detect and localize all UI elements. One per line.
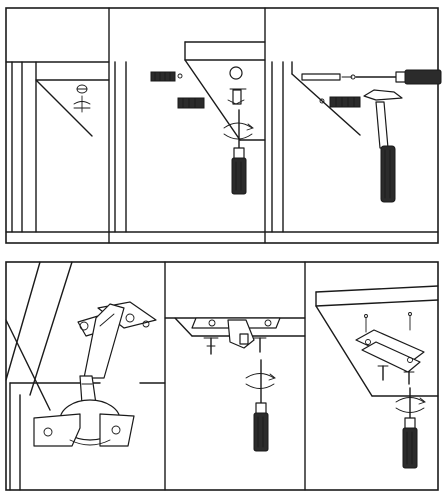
mounting-plate-icon xyxy=(355,312,425,373)
screw-icon xyxy=(253,337,267,353)
hammer-icon xyxy=(363,89,403,203)
screwdriver-icon xyxy=(355,69,442,85)
bottom-row xyxy=(5,261,439,491)
bottom-row-frame xyxy=(5,261,439,491)
panel-step-6 xyxy=(315,285,439,469)
panel-step-3 xyxy=(264,61,442,233)
mounting-plate-icon xyxy=(191,317,281,349)
panel-step-2 xyxy=(108,41,266,233)
screw-icon xyxy=(227,66,247,105)
panel-step-4 xyxy=(5,261,166,491)
top-row-frame xyxy=(5,7,439,244)
screw-icon xyxy=(377,365,415,385)
dowel-icon xyxy=(301,73,356,81)
screwdriver-icon xyxy=(231,109,247,195)
screwdriver-icon xyxy=(253,359,269,452)
dowel-icon xyxy=(150,71,183,82)
screw-icon xyxy=(203,337,219,355)
drill-mark-icon xyxy=(73,84,91,113)
screwdriver-icon xyxy=(402,387,418,469)
dowel-icon xyxy=(177,97,205,109)
rotation-arrow-icon xyxy=(223,122,254,140)
rotation-arrow-icon xyxy=(245,373,276,389)
hinge-icon xyxy=(33,301,157,447)
panel-step-5 xyxy=(164,317,306,452)
dowel-icon xyxy=(319,96,361,108)
panel-step-1 xyxy=(5,61,110,233)
top-row xyxy=(5,7,442,244)
